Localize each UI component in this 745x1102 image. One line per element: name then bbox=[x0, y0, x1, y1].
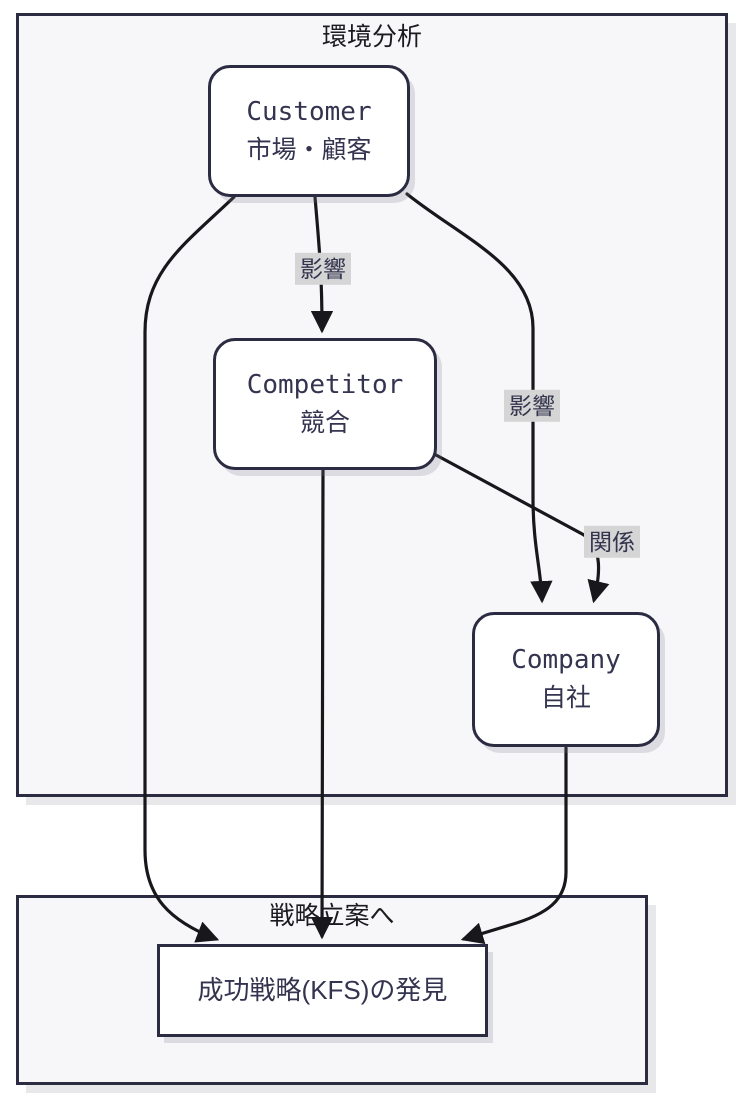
node-competitor: Competitor 競合 bbox=[213, 338, 437, 470]
node-competitor-name: Competitor bbox=[246, 369, 404, 400]
edge-label-influence-customer-company: 影響 bbox=[504, 389, 560, 423]
edge-label-relation-competitor-company: 関係 bbox=[584, 525, 640, 559]
node-kfs-label: 成功戦略(KFS)の発見 bbox=[197, 974, 448, 1005]
node-kfs-discovery: 成功戦略(KFS)の発見 bbox=[157, 944, 488, 1037]
node-company-name: Company bbox=[511, 645, 621, 676]
node-company-subtitle: 自社 bbox=[540, 684, 591, 713]
node-customer: Customer 市場・顧客 bbox=[208, 65, 410, 197]
edge-label-influence-customer-competitor: 影響 bbox=[295, 252, 351, 286]
node-customer-subtitle: 市場・顧客 bbox=[246, 135, 372, 164]
cluster-environment-title: 環境分析 bbox=[321, 23, 422, 51]
node-competitor-subtitle: 競合 bbox=[299, 408, 350, 437]
cluster-strategy-title: 戦略立案へ bbox=[269, 902, 395, 930]
node-company: Company 自社 bbox=[472, 612, 660, 747]
node-customer-name: Customer bbox=[246, 96, 372, 127]
